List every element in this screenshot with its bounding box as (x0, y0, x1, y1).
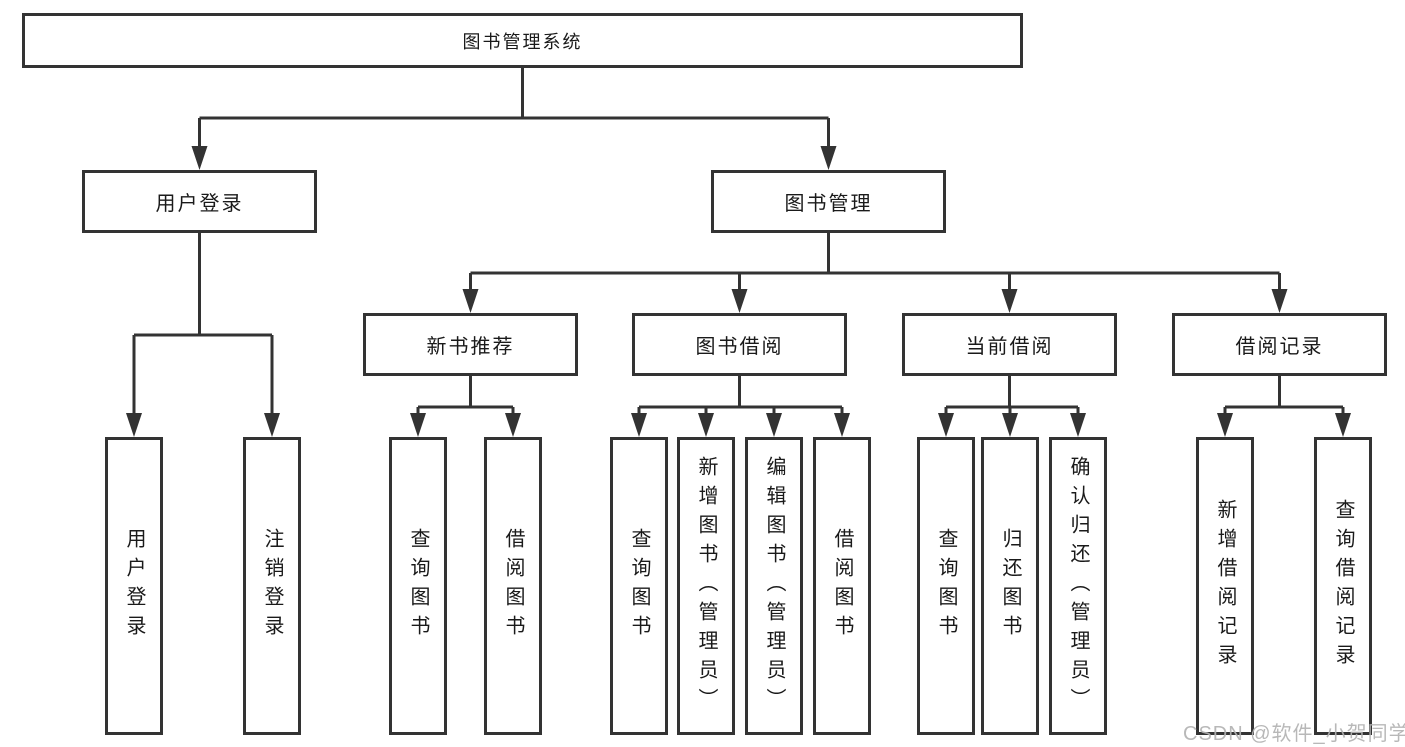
leaf-add-borrow-record: 新增借阅记录 (1196, 437, 1254, 735)
leaf-add-books-admin: 新增图书（管理员） (677, 437, 735, 735)
leaf-borrow-books: 借阅图书 (813, 437, 871, 735)
csdn-watermark: CSDN @软件_小贺同学 (1183, 723, 1405, 745)
leaf-user-login: 用户登录 (105, 437, 163, 735)
leaf-return-books: 归还图书 (981, 437, 1039, 735)
node-book-management: 图书管理 (711, 170, 946, 233)
leaf-query-books-current: 查询图书 (917, 437, 975, 735)
leaf-query-borrow-record: 查询借阅记录 (1314, 437, 1372, 735)
node-borrow-records: 借阅记录 (1172, 313, 1387, 376)
leaf-confirm-return-admin: 确认归还（管理员） (1049, 437, 1107, 735)
node-new-book-recommend: 新书推荐 (363, 313, 578, 376)
node-book-borrow: 图书借阅 (632, 313, 847, 376)
node-current-borrow: 当前借阅 (902, 313, 1117, 376)
leaf-borrow-books-recommend: 借阅图书 (484, 437, 542, 735)
leaf-query-books-borrow: 查询图书 (610, 437, 668, 735)
node-root-library-system: 图书管理系统 (22, 13, 1023, 68)
arrowheads (126, 146, 1351, 437)
leaf-logout: 注销登录 (243, 437, 301, 735)
leaf-query-books-recommend: 查询图书 (389, 437, 447, 735)
leaf-edit-books-admin: 编辑图书（管理员） (745, 437, 803, 735)
node-user-login: 用户登录 (82, 170, 317, 233)
